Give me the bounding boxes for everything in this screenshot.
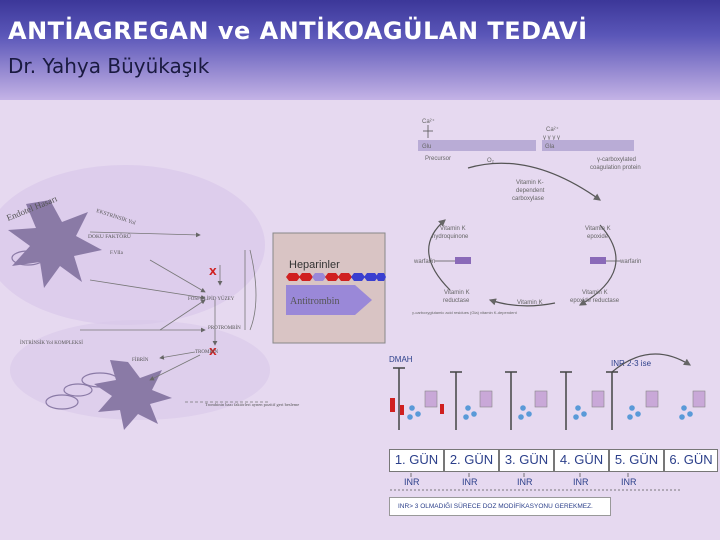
inr-label-4: INR: [573, 477, 589, 487]
inr-label-1: INR: [404, 477, 420, 487]
vitamin-k-cycle-figure: Ca²⁺ Ca²⁺ γ γ γ γ Glu Gla Precursor O₂ γ…: [412, 118, 641, 315]
label-heparin: Heparinler: [289, 259, 340, 271]
endothelium-starburst: [8, 200, 102, 288]
svg-text:X: X: [209, 267, 217, 278]
label-warfarin-left: warfarin: [413, 259, 435, 265]
antithrombin-shape: [286, 285, 372, 315]
day-box-1: 1. GÜN: [389, 449, 444, 472]
pills: [407, 405, 693, 420]
slide-author: Dr. Yahya Büyükaşık: [8, 54, 210, 78]
label-caption: Trombinin bazı faktörleri aynen pozitif …: [205, 402, 299, 407]
label-ca-top: Ca²⁺: [422, 118, 435, 125]
label-prothrombin: PROTROMBİN: [208, 325, 241, 331]
inr-label-5: INR: [621, 477, 637, 487]
label-precursor: Precursor: [425, 156, 451, 162]
pill-bottles: [424, 390, 706, 408]
heparin-chain: [286, 273, 386, 281]
day-box-3: 3. GÜN: [499, 449, 554, 472]
red-marks: [390, 398, 444, 415]
label-ca-right: Ca²⁺: [546, 126, 559, 133]
label-glu: Glu: [422, 144, 431, 150]
coagulation-cascade-figure: X X Endotel Hasarı EKSTRİNSİK Yol DOKU F…: [0, 165, 299, 430]
day-box-2: 2. GÜN: [444, 449, 499, 472]
dosing-timeline-figure: DMAH INR 2-3 ise: [389, 353, 706, 491]
day-box-5: 5. GÜN: [609, 449, 664, 472]
heparin-antithrombin-figure: Heparinler Antitrombin: [272, 232, 386, 344]
label-footnote: γ-carboxyglutamic acid residues (Gla) vi…: [412, 310, 518, 315]
label-gla: Gla: [545, 144, 555, 150]
syringe-row: [393, 367, 618, 430]
label-antithrombin: Antitrombin: [290, 296, 339, 307]
title-bar: ANTİAGREGAN ve ANTİKOAGÜLAN TEDAVİ Dr. Y…: [0, 0, 720, 100]
inr-ticks: [390, 473, 680, 491]
label-dmah: DMAH: [389, 355, 413, 364]
label-thrombin: TROMBİN: [195, 349, 218, 355]
label-gammas: γ γ γ γ: [543, 135, 560, 141]
label-vitamin-k: Vitamin K: [517, 300, 543, 306]
label-inr-target: INR 2-3 ise: [611, 359, 652, 368]
label-phospholipid: FOSFOLİPİD YÜZEY: [188, 296, 235, 302]
label-intrinsic: İNTRİNSİK Yol KOMPLEKSİ: [20, 340, 83, 346]
inr-label-2: INR: [462, 477, 478, 487]
label-warfarin-right: warfarin: [619, 259, 641, 265]
label-tissue-factor: DOKU FAKTÖRÜ: [88, 233, 131, 240]
label-o2: O₂: [487, 158, 495, 164]
inr-label-3: INR: [517, 477, 533, 487]
slide-title: ANTİAGREGAN ve ANTİKOAGÜLAN TEDAVİ: [8, 17, 588, 45]
day-box-4: 4. GÜN: [554, 449, 609, 472]
label-f7: F.VIIa: [110, 251, 124, 256]
day-box-6: 6. GÜN: [664, 449, 718, 472]
svg-text:X: X: [209, 347, 217, 358]
label-fibrin: FİBRİN: [132, 357, 149, 363]
dose-note: INR> 3 OLMADIĞI SÜRECE DOZ MODİFİKASYONU…: [389, 497, 611, 516]
